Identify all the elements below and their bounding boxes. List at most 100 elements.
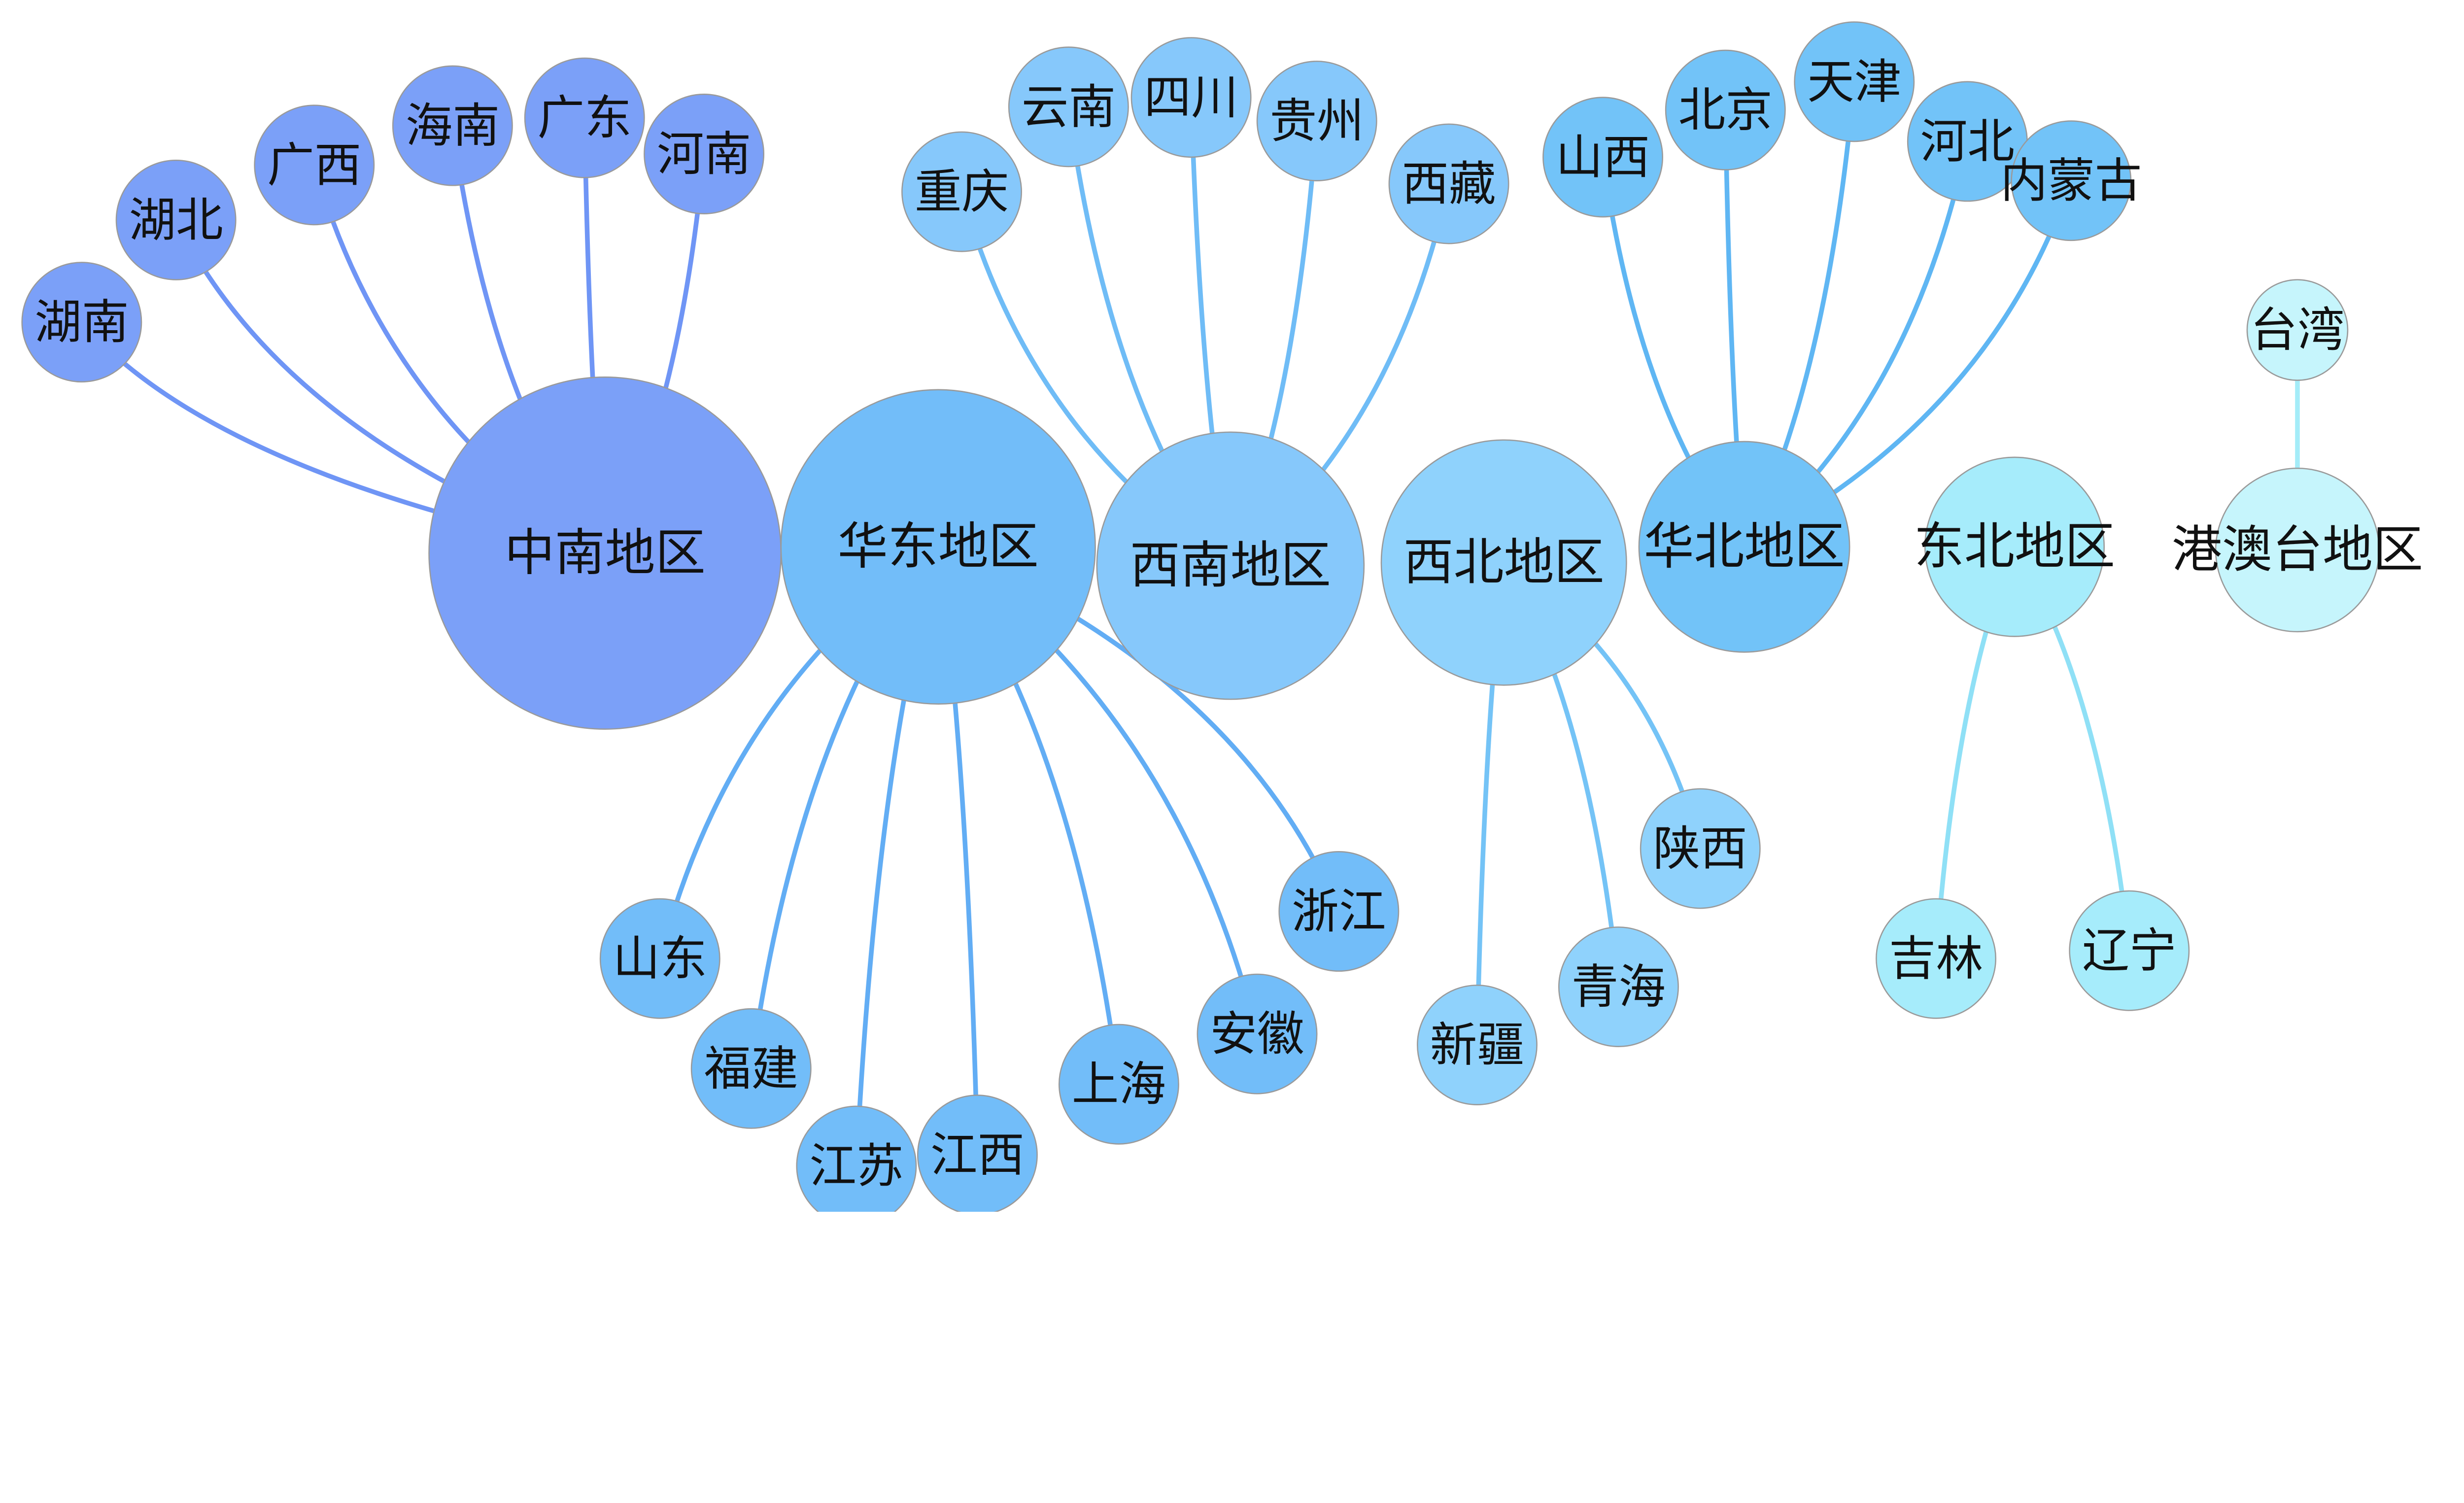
province-label: 河北: [1920, 114, 2015, 169]
province-node[interactable]: 台湾: [2246, 279, 2349, 381]
province-label: 江西: [930, 1127, 1025, 1183]
region-node[interactable]: 东北地区: [1914, 456, 2115, 637]
province-label: 天津: [1807, 54, 1901, 109]
province-node[interactable]: 上海: [1058, 1024, 1179, 1145]
province-circle[interactable]: [21, 262, 142, 383]
province-circle[interactable]: [1278, 851, 1400, 972]
province-label: 山东: [613, 931, 707, 986]
province-node[interactable]: 江苏: [796, 1105, 917, 1212]
province-label: 新疆: [1430, 1018, 1524, 1073]
province-node[interactable]: 新疆: [1416, 985, 1538, 1105]
province-circle[interactable]: [1876, 898, 1997, 1019]
province-circle[interactable]: [254, 104, 375, 226]
province-node[interactable]: 西藏: [1388, 123, 1509, 244]
province-circle[interactable]: [644, 94, 765, 214]
province-node[interactable]: 广西: [254, 104, 375, 226]
province-circle[interactable]: [901, 131, 1022, 252]
province-node[interactable]: 湖南: [21, 262, 142, 383]
province-circle[interactable]: [1130, 37, 1252, 158]
province-label: 台湾: [2250, 303, 2344, 358]
province-node[interactable]: 四川: [1130, 37, 1252, 158]
province-node[interactable]: 湖北: [115, 159, 237, 280]
region-label: 西南地区: [1130, 536, 1331, 595]
province-label: 贵州: [1270, 94, 1364, 149]
region-circle[interactable]: [1638, 441, 1850, 653]
province-label: 四川: [1144, 70, 1238, 125]
province-label: 云南: [1022, 79, 1116, 135]
province-label: 重庆: [915, 164, 1009, 219]
province-circle[interactable]: [1542, 97, 1663, 218]
province-node[interactable]: 重庆: [901, 131, 1022, 252]
province-circle[interactable]: [1558, 926, 1679, 1047]
province-circle[interactable]: [1388, 123, 1509, 244]
province-circle[interactable]: [1794, 21, 1915, 142]
province-circle[interactable]: [1008, 46, 1129, 168]
province-node[interactable]: 北京: [1665, 49, 1786, 171]
province-circle[interactable]: [690, 1008, 812, 1129]
region-tree-diagram: 湖南 湖北广西海南广东河南山东福建江苏江西上海安徽 浙江 重庆云南四川贵州西藏陕西青海…: [21, 21, 2423, 1212]
province-label: 福建: [704, 1041, 798, 1096]
region-circle[interactable]: [1924, 456, 2105, 637]
region-node[interactable]: 华北地区: [1638, 441, 1850, 653]
region-label: 华东地区: [838, 517, 1039, 576]
province-circle[interactable]: [1665, 49, 1786, 171]
region-label: 华北地区: [1643, 517, 1845, 576]
province-label: 浙江: [1292, 884, 1386, 939]
province-label: 内蒙古: [2000, 153, 2142, 208]
province-circle[interactable]: [1256, 61, 1377, 181]
province-node[interactable]: 河北: [1907, 81, 2028, 202]
region-circle[interactable]: [1096, 431, 1365, 700]
province-label: 山西: [1556, 130, 1650, 185]
province-circle[interactable]: [392, 65, 513, 186]
province-circle[interactable]: [1197, 973, 1318, 1094]
region-label: 港澳台地区: [2172, 521, 2423, 580]
province-label: 广东: [538, 90, 632, 145]
province-node[interactable]: 陕西: [1640, 788, 1761, 909]
province-label: 陕西: [1653, 821, 1747, 876]
province-label: 青海: [1572, 959, 1666, 1015]
region-node[interactable]: 西南地区: [1096, 431, 1365, 700]
province-node[interactable]: 福建: [690, 1008, 812, 1129]
province-label: 海南: [406, 98, 500, 153]
region-node[interactable]: 港澳台地区: [2172, 467, 2423, 633]
region-circle[interactable]: [780, 389, 1096, 705]
region-node[interactable]: 华东地区: [780, 389, 1096, 705]
province-circle[interactable]: [2069, 890, 2190, 1011]
province-node[interactable]: 贵州: [1256, 61, 1377, 181]
region-node[interactable]: 西北地区: [1380, 439, 1627, 686]
province-node[interactable]: 江西: [917, 1094, 1038, 1212]
province-circle[interactable]: [115, 159, 237, 280]
province-node[interactable]: 河南: [644, 94, 765, 214]
province-circle[interactable]: [2246, 279, 2349, 381]
region-label: 中南地区: [505, 524, 706, 582]
region-label: 东北地区: [1914, 517, 2115, 576]
region-circle[interactable]: [1380, 439, 1627, 686]
province-node[interactable]: 辽宁: [2069, 890, 2190, 1011]
province-circle[interactable]: [1416, 985, 1538, 1105]
region-node[interactable]: 中南地区: [428, 376, 782, 730]
province-circle[interactable]: [599, 898, 720, 1019]
province-circle[interactable]: [917, 1094, 1038, 1212]
province-label: 北京: [1678, 82, 1773, 137]
province-node[interactable]: 安徽: [1197, 973, 1318, 1094]
province-circle[interactable]: [796, 1105, 917, 1212]
province-circle[interactable]: [2011, 120, 2132, 241]
province-node[interactable]: 内蒙古: [2000, 120, 2142, 241]
province-node[interactable]: 浙江: [1278, 851, 1400, 972]
province-node[interactable]: 青海: [1558, 926, 1679, 1047]
province-label: 河南: [657, 126, 751, 181]
province-node[interactable]: 云南: [1008, 46, 1129, 168]
region-circle[interactable]: [2215, 467, 2380, 633]
province-node[interactable]: 广东: [524, 57, 645, 178]
province-label: 广西: [267, 137, 361, 193]
province-circle[interactable]: [524, 57, 645, 178]
province-label: 辽宁: [2082, 923, 2176, 978]
province-circle[interactable]: [1640, 788, 1761, 909]
province-node[interactable]: 山东: [599, 898, 720, 1019]
province-label: 湖北: [129, 192, 223, 247]
province-node[interactable]: 海南: [392, 65, 513, 186]
province-node[interactable]: 山西: [1542, 97, 1663, 218]
province-node[interactable]: 吉林: [1876, 898, 1997, 1019]
province-circle[interactable]: [1058, 1024, 1179, 1145]
province-node[interactable]: 天津: [1794, 21, 1915, 142]
